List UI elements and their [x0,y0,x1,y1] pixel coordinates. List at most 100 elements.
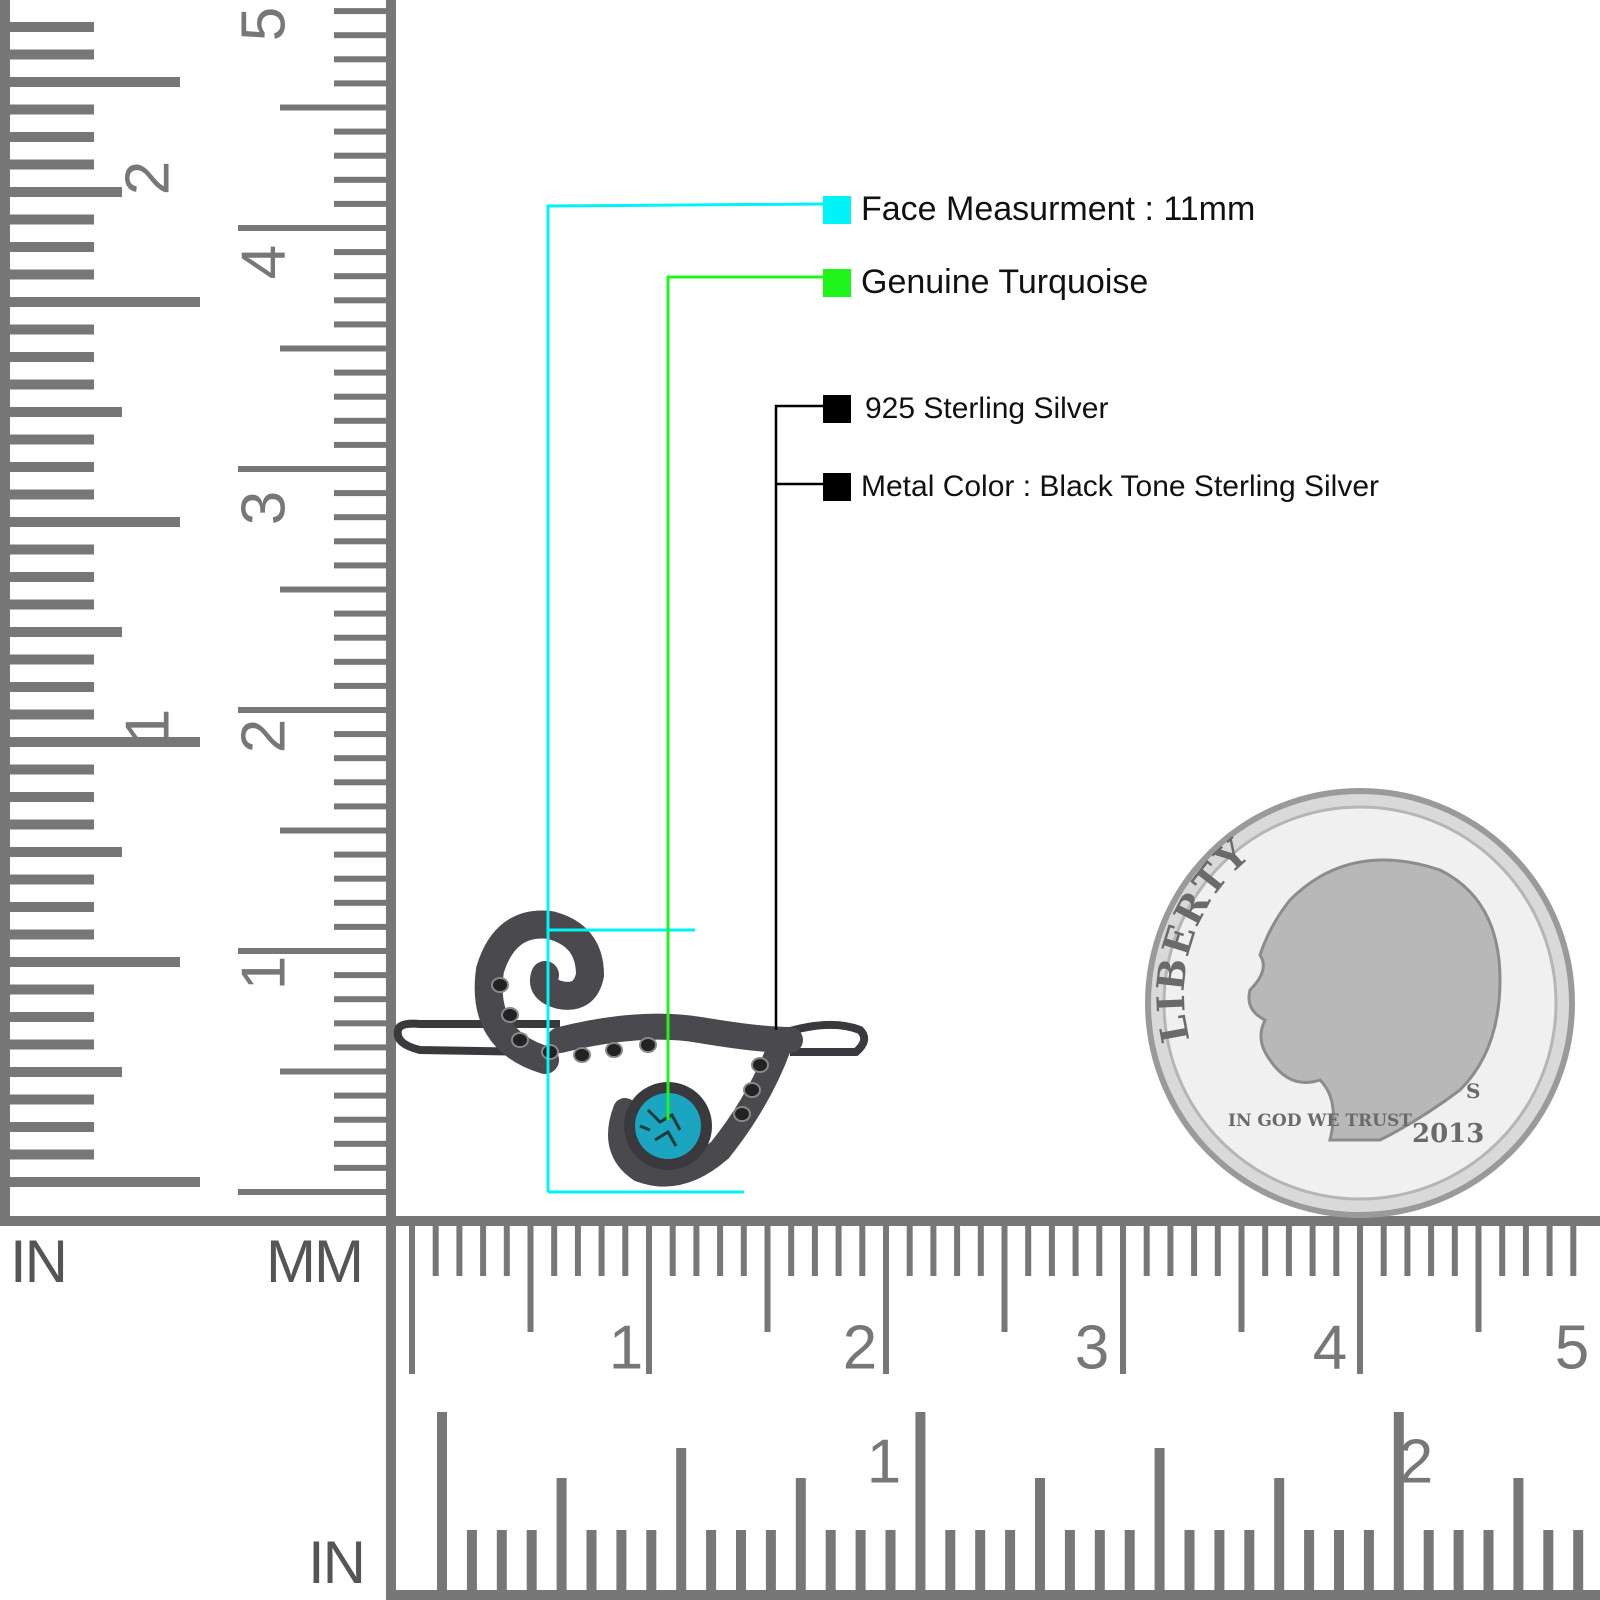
inch-tick [795,1478,806,1590]
ruler-ticks [10,8,1584,1590]
coin-portrait [1247,858,1502,1142]
face-measurement-guides [546,202,824,1194]
vertical-cm-label: 5 [229,7,298,41]
vertical-cm-label: 3 [229,491,298,525]
mm-tick [334,610,386,617]
mm-tick [1048,1226,1055,1276]
ring-shank-tentacle [547,1013,803,1053]
mm-tick [334,273,386,280]
inch-tick [10,1122,94,1132]
mm-tick [334,755,386,762]
inch-tick [1573,1530,1584,1590]
mm-tick [334,417,386,424]
sucker [511,1032,529,1048]
inch-tick [10,957,180,967]
inch-tick [10,1039,94,1050]
inch-tick [1393,1412,1404,1590]
mm-tick [334,369,386,376]
inch-tick [10,984,94,995]
inch-tick [10,599,94,610]
mm-tick [456,1226,463,1276]
legend-label: Metal Color : Black Tone Sterling Silver [861,470,1379,503]
inch-tick [10,1094,94,1105]
mm-tick [1404,1226,1411,1276]
mm-tick [740,1226,747,1276]
coin-mint-mark: S [1466,1079,1480,1103]
inch-tick [706,1530,717,1590]
turquoise-matrix-veins [639,1108,682,1147]
sucker [733,1106,751,1122]
mm-tick [1001,1226,1008,1332]
face-measurement-leader [546,202,824,1192]
inch-tick [1064,1530,1075,1590]
mm-tick [1499,1226,1506,1276]
mm-tick [1238,1226,1245,1332]
mm-tick [334,972,386,979]
mm-tick [717,1226,724,1276]
mm-tick [334,32,386,39]
inch-tick [915,1412,926,1590]
inch-tick [1154,1448,1165,1590]
inch-tick [10,874,94,885]
mm-tick [1380,1226,1387,1276]
mm-tick [646,1226,652,1374]
mm-tick [1451,1226,1458,1276]
inch-tick [10,517,180,527]
mm-tick [334,1044,386,1051]
inch-tick [1184,1530,1195,1590]
inch-tick [10,22,94,32]
legend-sterling-silver: 925 Sterling Silver [823,392,1108,426]
mm-tick [334,779,386,786]
left-ruler-outer-edge [0,0,10,1226]
mm-tick [334,321,386,328]
legend-swatch-cyan [823,195,851,224]
inch-tick [10,352,94,362]
mm-tick [334,514,386,521]
mm-tick [238,225,386,231]
inch-tick [945,1530,956,1590]
mm-tick [693,1226,700,1276]
mm-tick [334,490,386,497]
mm-tick [1262,1226,1269,1276]
mm-tick [334,1020,386,1027]
inch-tick [1513,1478,1524,1590]
vertical-cm-label: 1 [229,956,298,990]
inch-tick [1035,1478,1045,1590]
inch-tick [10,214,94,225]
legend-face-measurement: Face Measurment : 11mm [823,190,1255,229]
inch-tick [10,77,180,87]
mm-tick [334,658,386,665]
sucker [743,1082,761,1098]
inch-tick [10,407,122,417]
inch-tick [10,902,94,912]
vertical-cm-label: 4 [229,245,298,279]
inch-tick [10,1149,94,1160]
mm-tick [334,249,386,256]
horizontal-cm-label: 1 [609,1313,643,1382]
mm-tick [1333,1226,1340,1276]
inch-tick [10,682,94,692]
sucker [573,1047,591,1063]
mm-tick [334,80,386,87]
mm-tick [811,1226,818,1276]
legend-genuine-turquoise: Genuine Turquoise [823,263,1148,302]
mm-tick [1096,1226,1103,1276]
inch-tick [1363,1530,1374,1590]
inch-tick [10,627,122,637]
sucker [751,1057,769,1073]
mm-tick [334,851,386,858]
mm-tick [906,1226,913,1276]
legend-swatch-black [823,395,851,423]
mm-tick [334,1092,386,1099]
mm-tick [334,393,386,400]
legend-swatch-green [823,268,851,297]
sucker [605,1042,623,1058]
mm-tick [1143,1226,1150,1276]
inch-tick [586,1530,597,1590]
inch-tick [646,1530,657,1590]
inch-tick [10,1012,94,1022]
inch-tick [1005,1530,1016,1590]
horizontal-inch-label: 1 [867,1427,901,1496]
mm-tick [334,682,386,689]
